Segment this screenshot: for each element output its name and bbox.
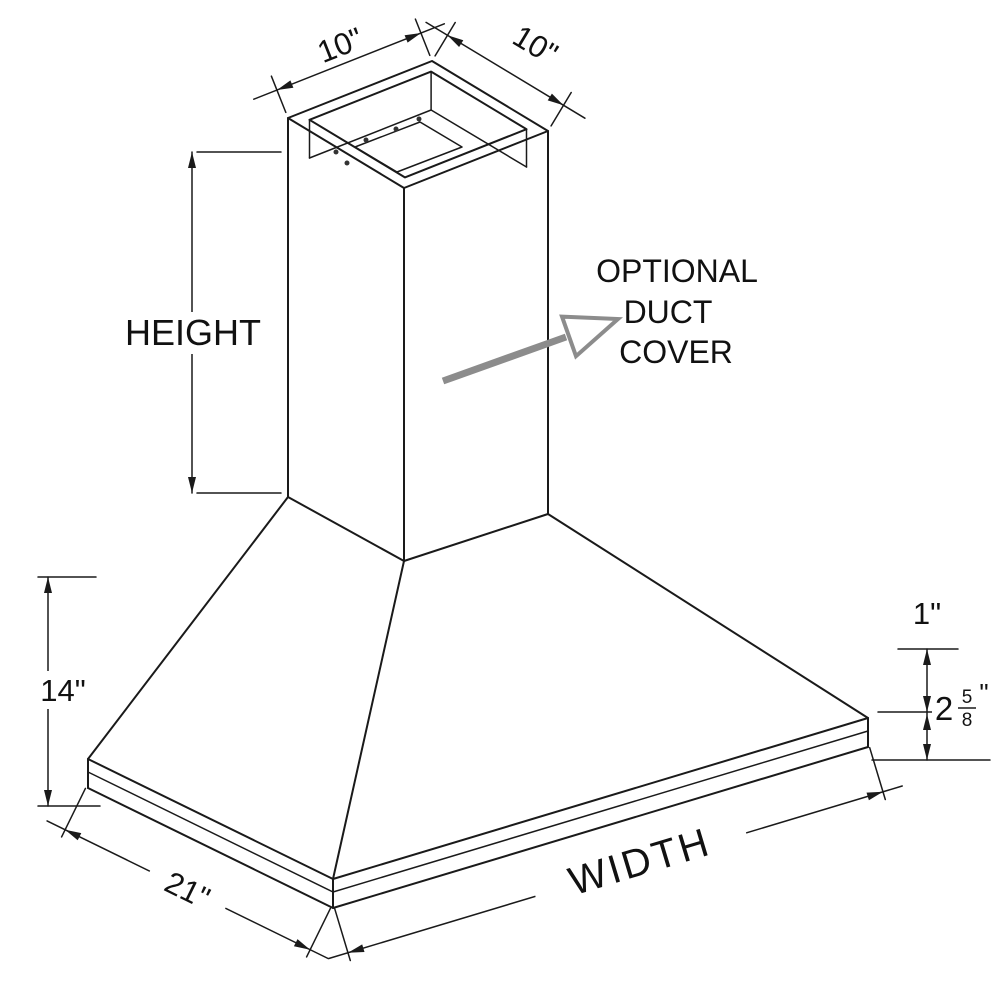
- arrowhead: [923, 649, 931, 665]
- arrowhead: [866, 791, 883, 801]
- duct-width-label-group: 10": [507, 18, 564, 71]
- arrowhead: [44, 577, 52, 593]
- arrowhead: [447, 35, 464, 47]
- arrowhead: [923, 714, 931, 730]
- chimney-top-inner-rim: [308, 70, 528, 179]
- screw-hole: [333, 149, 339, 155]
- screw-hole: [363, 137, 369, 143]
- rim-dimension-label-group: 2 5 8 ": [932, 678, 994, 731]
- base-rim-mid: [87, 730, 869, 893]
- pyramid-right-slant: [547, 513, 869, 719]
- width-ext-lines: [333, 746, 887, 962]
- annotation-line-2: DUCT: [624, 294, 713, 330]
- rim-fraction-numerator: 5: [962, 687, 973, 708]
- duct-depth-label: 10": [313, 21, 368, 70]
- base-rim-top: [87, 717, 869, 880]
- duct-depth-ext-lines: [270, 18, 431, 114]
- arrowhead: [188, 477, 196, 493]
- height-ext-lines: [196, 151, 282, 494]
- chimney-interior-walls: [308, 70, 528, 168]
- depth-label-group: 21": [141, 852, 235, 926]
- hood-body-outline: [87, 60, 869, 909]
- arrowhead: [277, 80, 294, 90]
- duct-width-label: 10": [507, 18, 564, 71]
- dimension-arrowheads: [44, 33, 931, 953]
- arrowhead: [293, 939, 311, 950]
- duct-cover-leader: [441, 314, 624, 385]
- height-label: HEIGHT: [125, 312, 261, 353]
- pyramid-front-slant: [332, 560, 405, 880]
- duct-depth-label-group: 10": [313, 21, 368, 70]
- arrowhead: [188, 152, 196, 168]
- rim-unit-mark: ": [979, 678, 988, 708]
- annotation-line-1: OPTIONAL: [596, 253, 758, 289]
- depth-ext-lines: [60, 787, 332, 958]
- lip-dimension-label: 1": [913, 596, 941, 631]
- duct-opening: [354, 121, 463, 173]
- leader-shaft: [441, 333, 568, 385]
- arrowhead: [923, 744, 931, 760]
- leader-arrowhead-icon: [559, 314, 624, 360]
- duct-cover-annotation: OPTIONAL DUCT COVER: [596, 253, 758, 370]
- screw-hole: [416, 116, 422, 122]
- arrowhead: [44, 790, 52, 806]
- chimney-top-outer-rim: [287, 60, 549, 189]
- pyramid-left-slant: [87, 496, 289, 760]
- rim-whole-number: 2: [935, 690, 953, 727]
- base-rim-corners: [87, 717, 869, 909]
- hood-height-label-group: 14": [34, 671, 92, 709]
- screw-holes: [333, 116, 422, 166]
- hood-height-label: 14": [40, 673, 86, 708]
- annotation-line-3: COVER: [619, 334, 733, 370]
- screw-hole: [344, 160, 350, 166]
- width-label-group: WIDTH: [527, 805, 752, 915]
- rim-fraction-denominator: 8: [962, 710, 973, 731]
- arrowhead: [65, 829, 82, 841]
- arrowhead: [404, 33, 421, 43]
- arrowhead: [923, 696, 931, 712]
- pyramid-top-edges: [287, 496, 549, 562]
- arrowhead: [547, 93, 564, 106]
- chimney-interior-floor: [308, 109, 528, 168]
- screw-hole: [393, 126, 399, 132]
- height-label-group: HEIGHT: [125, 312, 261, 354]
- duct-width-ext-lines: [434, 21, 572, 127]
- arrowhead: [348, 944, 365, 953]
